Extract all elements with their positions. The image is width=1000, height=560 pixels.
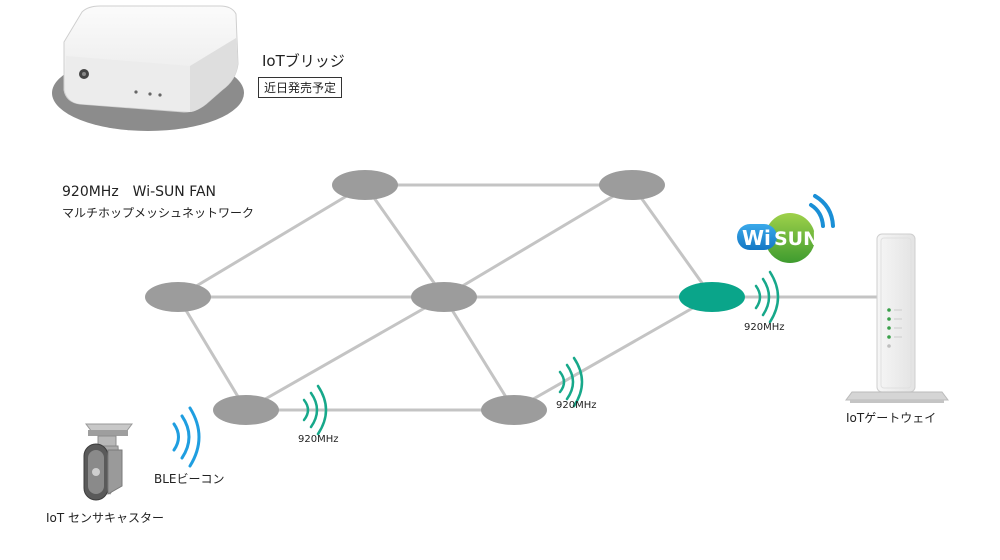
mesh-node (213, 395, 279, 425)
mesh-node (599, 170, 665, 200)
wave-icon-node-left (302, 384, 328, 436)
led-icon (887, 335, 891, 339)
led-icon (887, 308, 891, 312)
iot-gateway-device (845, 233, 949, 403)
ble-wave-icon (172, 406, 201, 468)
logo-text-wi: Wi (742, 226, 771, 250)
freq-label-right: 920MHz (744, 322, 785, 333)
release-badge: 近日発売予定 (258, 77, 343, 98)
led-icon (887, 317, 891, 321)
mesh-nodes (145, 170, 745, 425)
led-icon (134, 90, 138, 94)
mesh-link (177, 183, 366, 299)
iot-caster-device (83, 423, 133, 501)
mesh-link (630, 184, 714, 298)
freq-label-middle: 920MHz (556, 400, 597, 411)
freq-label-left: 920MHz (298, 434, 339, 445)
iot-bridge-device (52, 5, 244, 131)
mesh-node-active (679, 282, 745, 312)
led-icon (887, 344, 891, 348)
caster-label: IoT センサキャスター (46, 511, 165, 525)
wave-icon-node-active (754, 270, 780, 324)
mesh-link (363, 184, 446, 298)
wave-icon-node-middle (558, 356, 584, 408)
mesh-link (245, 295, 445, 412)
gateway-label: IoTゲートウェイ (846, 411, 937, 425)
mesh-node (145, 282, 211, 312)
mesh-node (332, 170, 398, 200)
mesh-node (411, 282, 477, 312)
mesh-link (176, 296, 248, 411)
logo-text-sun: SUN (774, 228, 819, 250)
network-title: 920MHz Wi-SUN FAN (62, 184, 217, 200)
led-icon (887, 326, 891, 330)
mesh-link (442, 296, 516, 411)
led-icon (158, 93, 162, 97)
bridge-name-label: IoTブリッジ (262, 52, 345, 70)
wi-sun-logo: Wi SUN (737, 194, 835, 263)
ble-beacon-label: BLEビーコン (154, 472, 225, 486)
mesh-node (481, 395, 547, 425)
mesh-link (513, 295, 713, 412)
network-subtitle: マルチホップメッシュネットワーク (62, 206, 255, 220)
led-icon (148, 92, 152, 96)
mesh-link (443, 183, 633, 299)
